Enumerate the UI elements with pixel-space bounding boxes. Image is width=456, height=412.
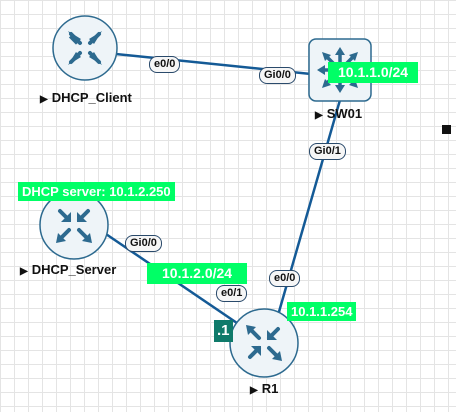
selection-handle-icon[interactable]: [442, 125, 451, 134]
note-r1-ip[interactable]: 10.1.1.254: [287, 302, 357, 321]
router-icon[interactable]: [229, 308, 299, 378]
link-client-sw01[interactable]: [105, 51, 341, 79]
play-icon: ▶: [250, 385, 258, 396]
device-label-sw01[interactable]: ▶SW01: [315, 106, 363, 122]
port-label-client-e0-0[interactable]: e0/0: [149, 56, 181, 73]
port-label-sw-gi0-0[interactable]: Gi0/0: [259, 67, 296, 84]
note-subnet-10-1-2-0[interactable]: 10.1.2.0/24: [147, 263, 248, 284]
router-icon[interactable]: [52, 15, 118, 81]
device-label-dhcp-client[interactable]: ▶DHCP_Client: [40, 90, 132, 106]
note-r1-host[interactable]: .1: [214, 320, 233, 342]
port-label-sw-gi0-1[interactable]: Gi0/1: [309, 143, 346, 160]
port-label-r1-e0-1[interactable]: e0/1: [216, 285, 248, 302]
router-icon[interactable]: [39, 190, 109, 260]
note-dhcp-server-ip[interactable]: DHCP server: 10.1.2.250: [18, 182, 175, 201]
note-subnet-10-1-1-0[interactable]: 10.1.1.0/24: [328, 62, 419, 83]
port-label-server-gi0-0[interactable]: Gi0/0: [125, 235, 162, 252]
play-icon: ▶: [315, 110, 323, 121]
device-label-r1[interactable]: ▶R1: [250, 381, 279, 397]
play-icon: ▶: [20, 266, 28, 277]
play-icon: ▶: [40, 94, 48, 105]
port-label-r1-e0-0[interactable]: e0/0: [269, 270, 301, 287]
link-sw01-r1[interactable]: [268, 99, 342, 344]
device-label-dhcp-server[interactable]: ▶DHCP_Server: [20, 262, 117, 278]
